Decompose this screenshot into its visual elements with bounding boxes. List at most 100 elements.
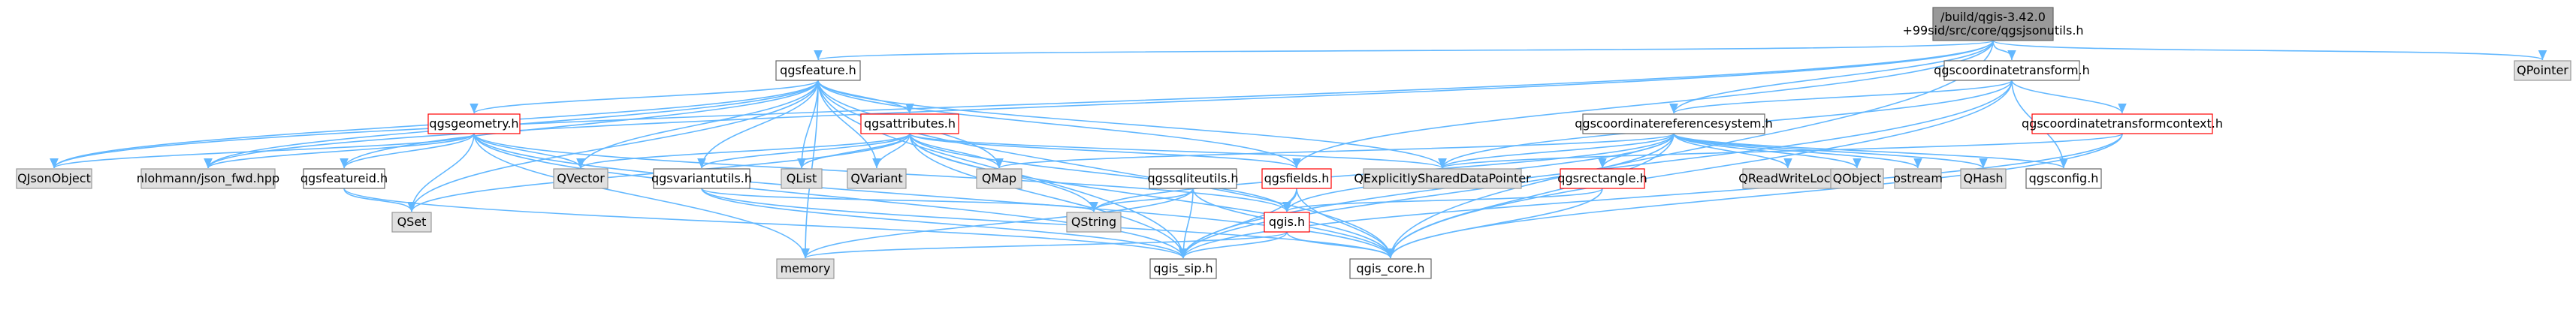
edge-qgscrs-to-qgsconfig — [1673, 133, 2068, 169]
node-label-qgssqliteutils: qgssqliteutils.h — [1147, 171, 1238, 185]
node-qlist: QList — [781, 168, 823, 189]
edge-qgsfields-to-qgis_sip — [1179, 188, 1297, 259]
edge-qgis-to-qgis_sip — [1179, 231, 1288, 259]
node-qgsrectangle[interactable]: qgsrectangle.h — [1557, 168, 1647, 189]
node-qgsfeature[interactable]: qgsfeature.h — [775, 60, 861, 81]
edge-qgsfeature-to-qlist — [797, 80, 819, 169]
node-box-qreadwritelock — [1742, 168, 1834, 189]
node-qstring: QString — [1066, 212, 1122, 233]
edge-qgsattributes-to-qvector — [576, 133, 911, 169]
node-root[interactable]: /build/qgis-3.42.0+99sid/src/core/qgsjso… — [1902, 7, 2084, 41]
node-qgscoordinatetransform[interactable]: qgscoordinatetransform.h — [1934, 60, 2090, 81]
node-qjsonobject: QJsonObject — [16, 168, 92, 189]
edge-qgsfields-to-qgis_core — [1296, 188, 1395, 259]
node-qgis_core[interactable]: qgis_core.h — [1349, 258, 1432, 279]
node-nlohmann: nlohmann/json_fwd.hpp — [137, 168, 279, 189]
node-label-qexplicit: QExplicitlySharedDataPointer — [1354, 171, 1531, 185]
node-qgsfields[interactable]: qgsfields.h — [1261, 168, 1332, 189]
node-label-qgis_core: qgis_core.h — [1357, 261, 1425, 276]
node-qgsctcontext[interactable]: qgscoordinatetransformcontext.h — [2022, 113, 2223, 134]
edge-qgsgeometry-to-qvector — [473, 133, 585, 169]
node-qmap: QMap — [976, 168, 1022, 189]
edge-qgsfeature-to-qgsfeatureid — [340, 80, 819, 169]
node-label-memory: memory — [781, 261, 831, 275]
node-qobject: QObject — [1830, 168, 1884, 189]
edge-qgsrectangle-to-qgis — [1282, 188, 1603, 212]
edge-qgsgeometry-to-qjsonobject — [50, 133, 475, 169]
node-qhash: QHash — [1960, 168, 2007, 189]
node-box-qgis — [1264, 212, 1310, 233]
edge-qgscrs-to-qexplicit — [1438, 133, 1675, 169]
edge-qgscrs-to-qhash — [1673, 133, 1988, 169]
edge-root-to-qgscrs — [1669, 40, 1994, 114]
node-label-qreadwritelock: QReadWriteLock — [1738, 171, 1838, 185]
edge-root-to-nlohmann — [204, 40, 1994, 169]
edge-qgsattributes-to-qgsfields — [909, 133, 1301, 169]
edge-qgsgeometry-to-nlohmann — [204, 133, 475, 169]
node-qexplicit: QExplicitlySharedDataPointer — [1354, 168, 1531, 189]
edge-qgsgeometry-to-qgsfeatureid — [340, 133, 475, 169]
node-box-qvariant — [847, 168, 907, 189]
node-box-qexplicit — [1363, 168, 1522, 189]
nodes-layer: /build/qgis-3.42.0+99sid/src/core/qgsjso… — [16, 7, 2571, 279]
edge-qgsfeature-to-qgsvariantutils — [697, 80, 819, 169]
node-qgsfeatureid[interactable]: qgsfeatureid.h — [300, 168, 388, 189]
node-box-qgscoordinatetransform — [1943, 60, 2080, 81]
edge-qgsattributes-to-qvariant — [872, 133, 911, 169]
edge-qgsvariantutils-to-qgis_sip — [701, 188, 1188, 259]
node-label-root-line1: +99sid/src/core/qgsjsonutils.h — [1902, 23, 2083, 38]
node-box-qgis_sip — [1149, 258, 1217, 279]
edge-qgsgeometry-to-qgis_sip — [473, 133, 1188, 259]
node-qgsgeometry[interactable]: qgsgeometry.h — [427, 113, 521, 134]
node-qgscrs[interactable]: qgscoordinatereferencesystem.h — [1575, 113, 1773, 134]
node-label-qgsconfig: qgsconfig.h — [2029, 171, 2099, 185]
node-box-ostream — [1894, 168, 1942, 189]
edge-qgsctcontext-to-qgis_sip — [1179, 133, 2123, 259]
node-label-qgsrectangle: qgsrectangle.h — [1557, 171, 1647, 185]
node-qgssqliteutils[interactable]: qgssqliteutils.h — [1147, 168, 1239, 189]
node-label-qmap: QMap — [982, 171, 1016, 185]
edge-qgsvariantutils-to-qstring — [701, 188, 1098, 212]
edge-qgscoordinatetransform-to-qgsctcontext — [2011, 80, 2127, 114]
edge-qgssqliteutils-to-qstring — [1089, 188, 1194, 212]
edge-qgsattributes-to-qgis — [909, 133, 1291, 212]
node-box-qgsrectangle — [1560, 168, 1645, 189]
node-box-qhash — [1960, 168, 2007, 189]
node-label-qgsfeatureid: qgsfeatureid.h — [300, 171, 388, 185]
node-label-qlist: QList — [787, 171, 817, 185]
node-box-qobject — [1830, 168, 1884, 189]
edge-qgsfeature-to-qvariant — [817, 80, 881, 169]
node-label-qgis_sip: qgis_sip.h — [1153, 261, 1213, 276]
node-box-qlist — [781, 168, 823, 189]
edge-qgsfeature-to-qexplicit — [817, 80, 1447, 169]
edge-root-to-qpointer — [1992, 40, 2547, 61]
node-qgis[interactable]: qgis.h — [1264, 212, 1310, 233]
node-box-qstring — [1066, 212, 1122, 233]
node-box-qgis_core — [1349, 258, 1432, 279]
node-qgsvariantutils[interactable]: qgsvariantutils.h — [651, 168, 752, 189]
node-qgsattributes[interactable]: qgsattributes.h — [860, 113, 959, 134]
node-label-nlohmann: nlohmann/json_fwd.hpp — [137, 171, 279, 186]
node-label-qgsvariantutils: qgsvariantutils.h — [651, 171, 752, 185]
node-box-memory — [776, 258, 835, 279]
node-box-qgsfeature — [775, 60, 861, 81]
node-label-qstring: QString — [1071, 215, 1116, 229]
node-qgsconfig[interactable]: qgsconfig.h — [2025, 168, 2102, 189]
node-box-qgsgeometry — [427, 113, 521, 134]
node-qpointer: QPointer — [2514, 60, 2571, 81]
edge-qgsfeature-to-qgis_core — [817, 80, 1395, 259]
node-box-qgssqliteutils — [1149, 168, 1237, 189]
node-label-qgis: qgis.h — [1269, 215, 1305, 229]
node-box-qgsconfig — [2025, 168, 2102, 189]
node-label-qvector: QVector — [557, 171, 605, 185]
node-box-qgsattributes — [860, 113, 959, 134]
edge-qgssqliteutils-to-memory — [801, 188, 1194, 259]
node-label-qhash: QHash — [1964, 171, 2004, 185]
node-qgis_sip[interactable]: qgis_sip.h — [1149, 258, 1217, 279]
edge-qgis-to-memory — [801, 231, 1288, 259]
node-box-nlohmann — [140, 168, 276, 189]
node-label-qgsattributes: qgsattributes.h — [864, 116, 956, 131]
edge-qgscoordinatetransform-to-qgscrs — [1669, 80, 2013, 114]
edge-qgsattributes-to-qexplicit — [909, 133, 1447, 169]
